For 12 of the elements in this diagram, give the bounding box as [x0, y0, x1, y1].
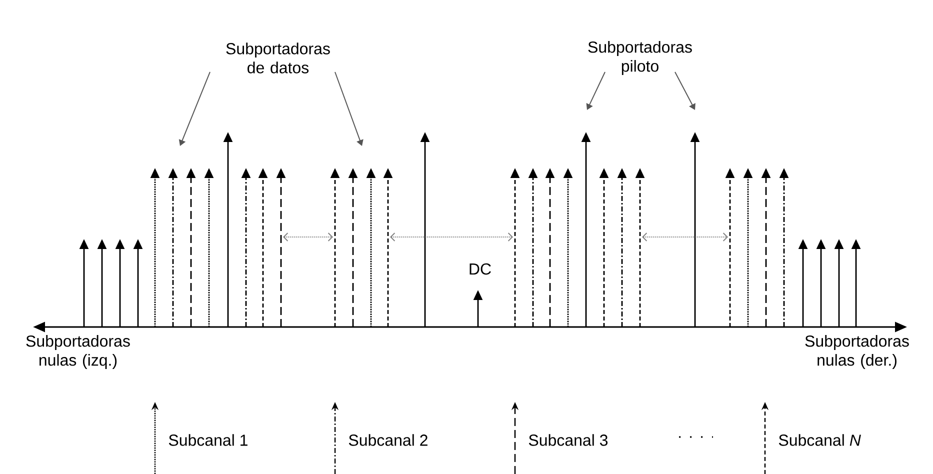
legend-text: Subcanal 2	[348, 434, 428, 446]
callout-text: Subportadoras de datos	[226, 42, 330, 74]
dc-label: DC	[470, 263, 491, 275]
null-subcarrier-label: Subportadoras nulas (der.)	[805, 335, 909, 369]
null-subcarrier-label: Subportadoras nulas (izq.)	[26, 335, 130, 369]
leader-arrow	[334, 72, 364, 146]
leader-arrow	[586, 72, 606, 110]
legend-text: Subcanal 1	[168, 434, 248, 446]
legend-text: Subcanal N	[778, 434, 861, 446]
leader-arrow	[674, 72, 696, 110]
legend-text: Subcanal 3	[528, 434, 608, 446]
callout-text: Subportadoras piloto	[588, 41, 692, 75]
